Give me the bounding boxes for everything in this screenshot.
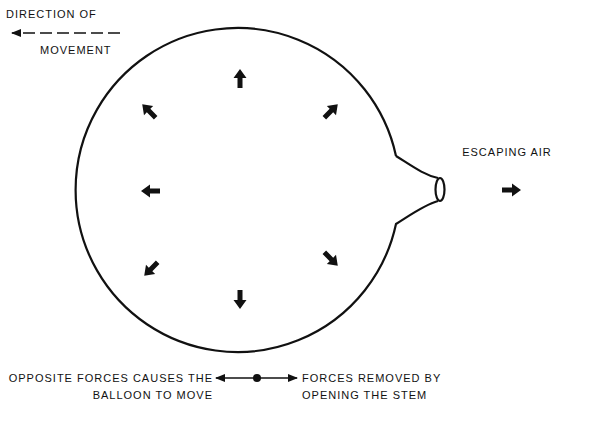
- force-arrow: [216, 377, 257, 378]
- callout-label: ESCAPING AIR: [462, 144, 552, 161]
- force-dot: [253, 374, 261, 382]
- pressure-arrows: [138, 69, 521, 309]
- heading-label: MOVEMENT: [40, 42, 150, 59]
- balloon-outline: [76, 28, 438, 352]
- note-label: FORCES REMOVED BY OPENING THE STEM: [302, 370, 487, 404]
- direction-arrow: [12, 32, 120, 33]
- heading-label: DIRECTION OF: [6, 6, 146, 23]
- note-label: OPPOSITE FORCES CAUSES THE BALLOON TO MO…: [8, 370, 213, 404]
- force-arrow: [257, 377, 297, 378]
- balloon-stem-opening: [436, 178, 445, 201]
